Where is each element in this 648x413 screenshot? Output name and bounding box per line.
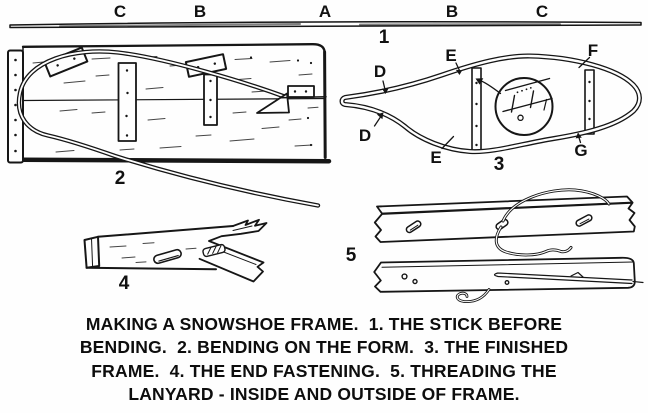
caption-line-2: BENDING. 2. BENDING ON THE FORM. 3. THE … bbox=[79, 337, 569, 358]
frame-label-f: F bbox=[587, 41, 599, 60]
frame-label-d-top: D bbox=[373, 62, 387, 81]
lanyard-bar-inside bbox=[373, 256, 644, 304]
frame-outline bbox=[342, 56, 639, 152]
caption: MAKING A SNOWSHOE FRAME. 1. THE STICK BE… bbox=[0, 313, 648, 407]
stick-drawing bbox=[9, 20, 642, 29]
form-midline bbox=[23, 97, 326, 102]
form-board-bottom-edge bbox=[18, 157, 332, 164]
stick-section-label-b-right: B bbox=[445, 2, 459, 21]
lanyard-threading-drawing bbox=[373, 188, 644, 304]
fastening-binding bbox=[202, 243, 226, 258]
figure-1-number: 1 bbox=[378, 27, 390, 48]
figure-5-number: 5 bbox=[345, 245, 357, 266]
form-board-right-edge bbox=[323, 50, 327, 159]
stick-section-label-a: A bbox=[318, 2, 332, 21]
frame-label-e-top: E bbox=[445, 46, 457, 65]
lanyard-groove-cord bbox=[493, 271, 644, 285]
stick-section-label-c-left: C bbox=[113, 2, 127, 21]
form-wedge bbox=[256, 92, 290, 114]
caption-line-1: MAKING A SNOWSHOE FRAME. 1. THE STICK BE… bbox=[85, 314, 563, 334]
fastening-split-prongs bbox=[198, 218, 268, 283]
figure-2-number: 2 bbox=[114, 168, 126, 189]
stick-section-label-b-left: B bbox=[193, 2, 207, 21]
bent-stick bbox=[19, 51, 318, 205]
stick-section-label-c-right: C bbox=[535, 2, 549, 21]
form-batten-left bbox=[117, 62, 137, 142]
form-board-top-edge bbox=[21, 43, 326, 54]
lanyard-bar-outside bbox=[373, 188, 636, 257]
caption-line-3: FRAME. 4. THE END FASTENING. 5. THREADIN… bbox=[91, 360, 557, 381]
form-batten-right bbox=[203, 73, 218, 126]
frame-label-e-bottom: E bbox=[430, 148, 442, 167]
fastening-slot bbox=[153, 248, 182, 265]
figure-4-number: 4 bbox=[118, 273, 130, 294]
label-leader-lines bbox=[373, 56, 591, 150]
frame-label-g: G bbox=[574, 141, 588, 160]
crossbar-right bbox=[584, 69, 595, 135]
detail-leader-arrow bbox=[475, 78, 502, 95]
lacing-detail-circle bbox=[494, 77, 554, 136]
form-end-board bbox=[7, 49, 24, 164]
finished-frame-drawing bbox=[342, 56, 639, 152]
bending-form-drawing bbox=[7, 43, 332, 205]
end-fastening-drawing bbox=[83, 218, 268, 283]
form-block-right bbox=[280, 85, 327, 99]
figure-3-number: 3 bbox=[493, 154, 505, 175]
frame-label-d-bottom: D bbox=[358, 126, 372, 145]
caption-line-4: LANYARD - INSIDE AND OUTSIDE OF FRAME. bbox=[128, 384, 520, 405]
